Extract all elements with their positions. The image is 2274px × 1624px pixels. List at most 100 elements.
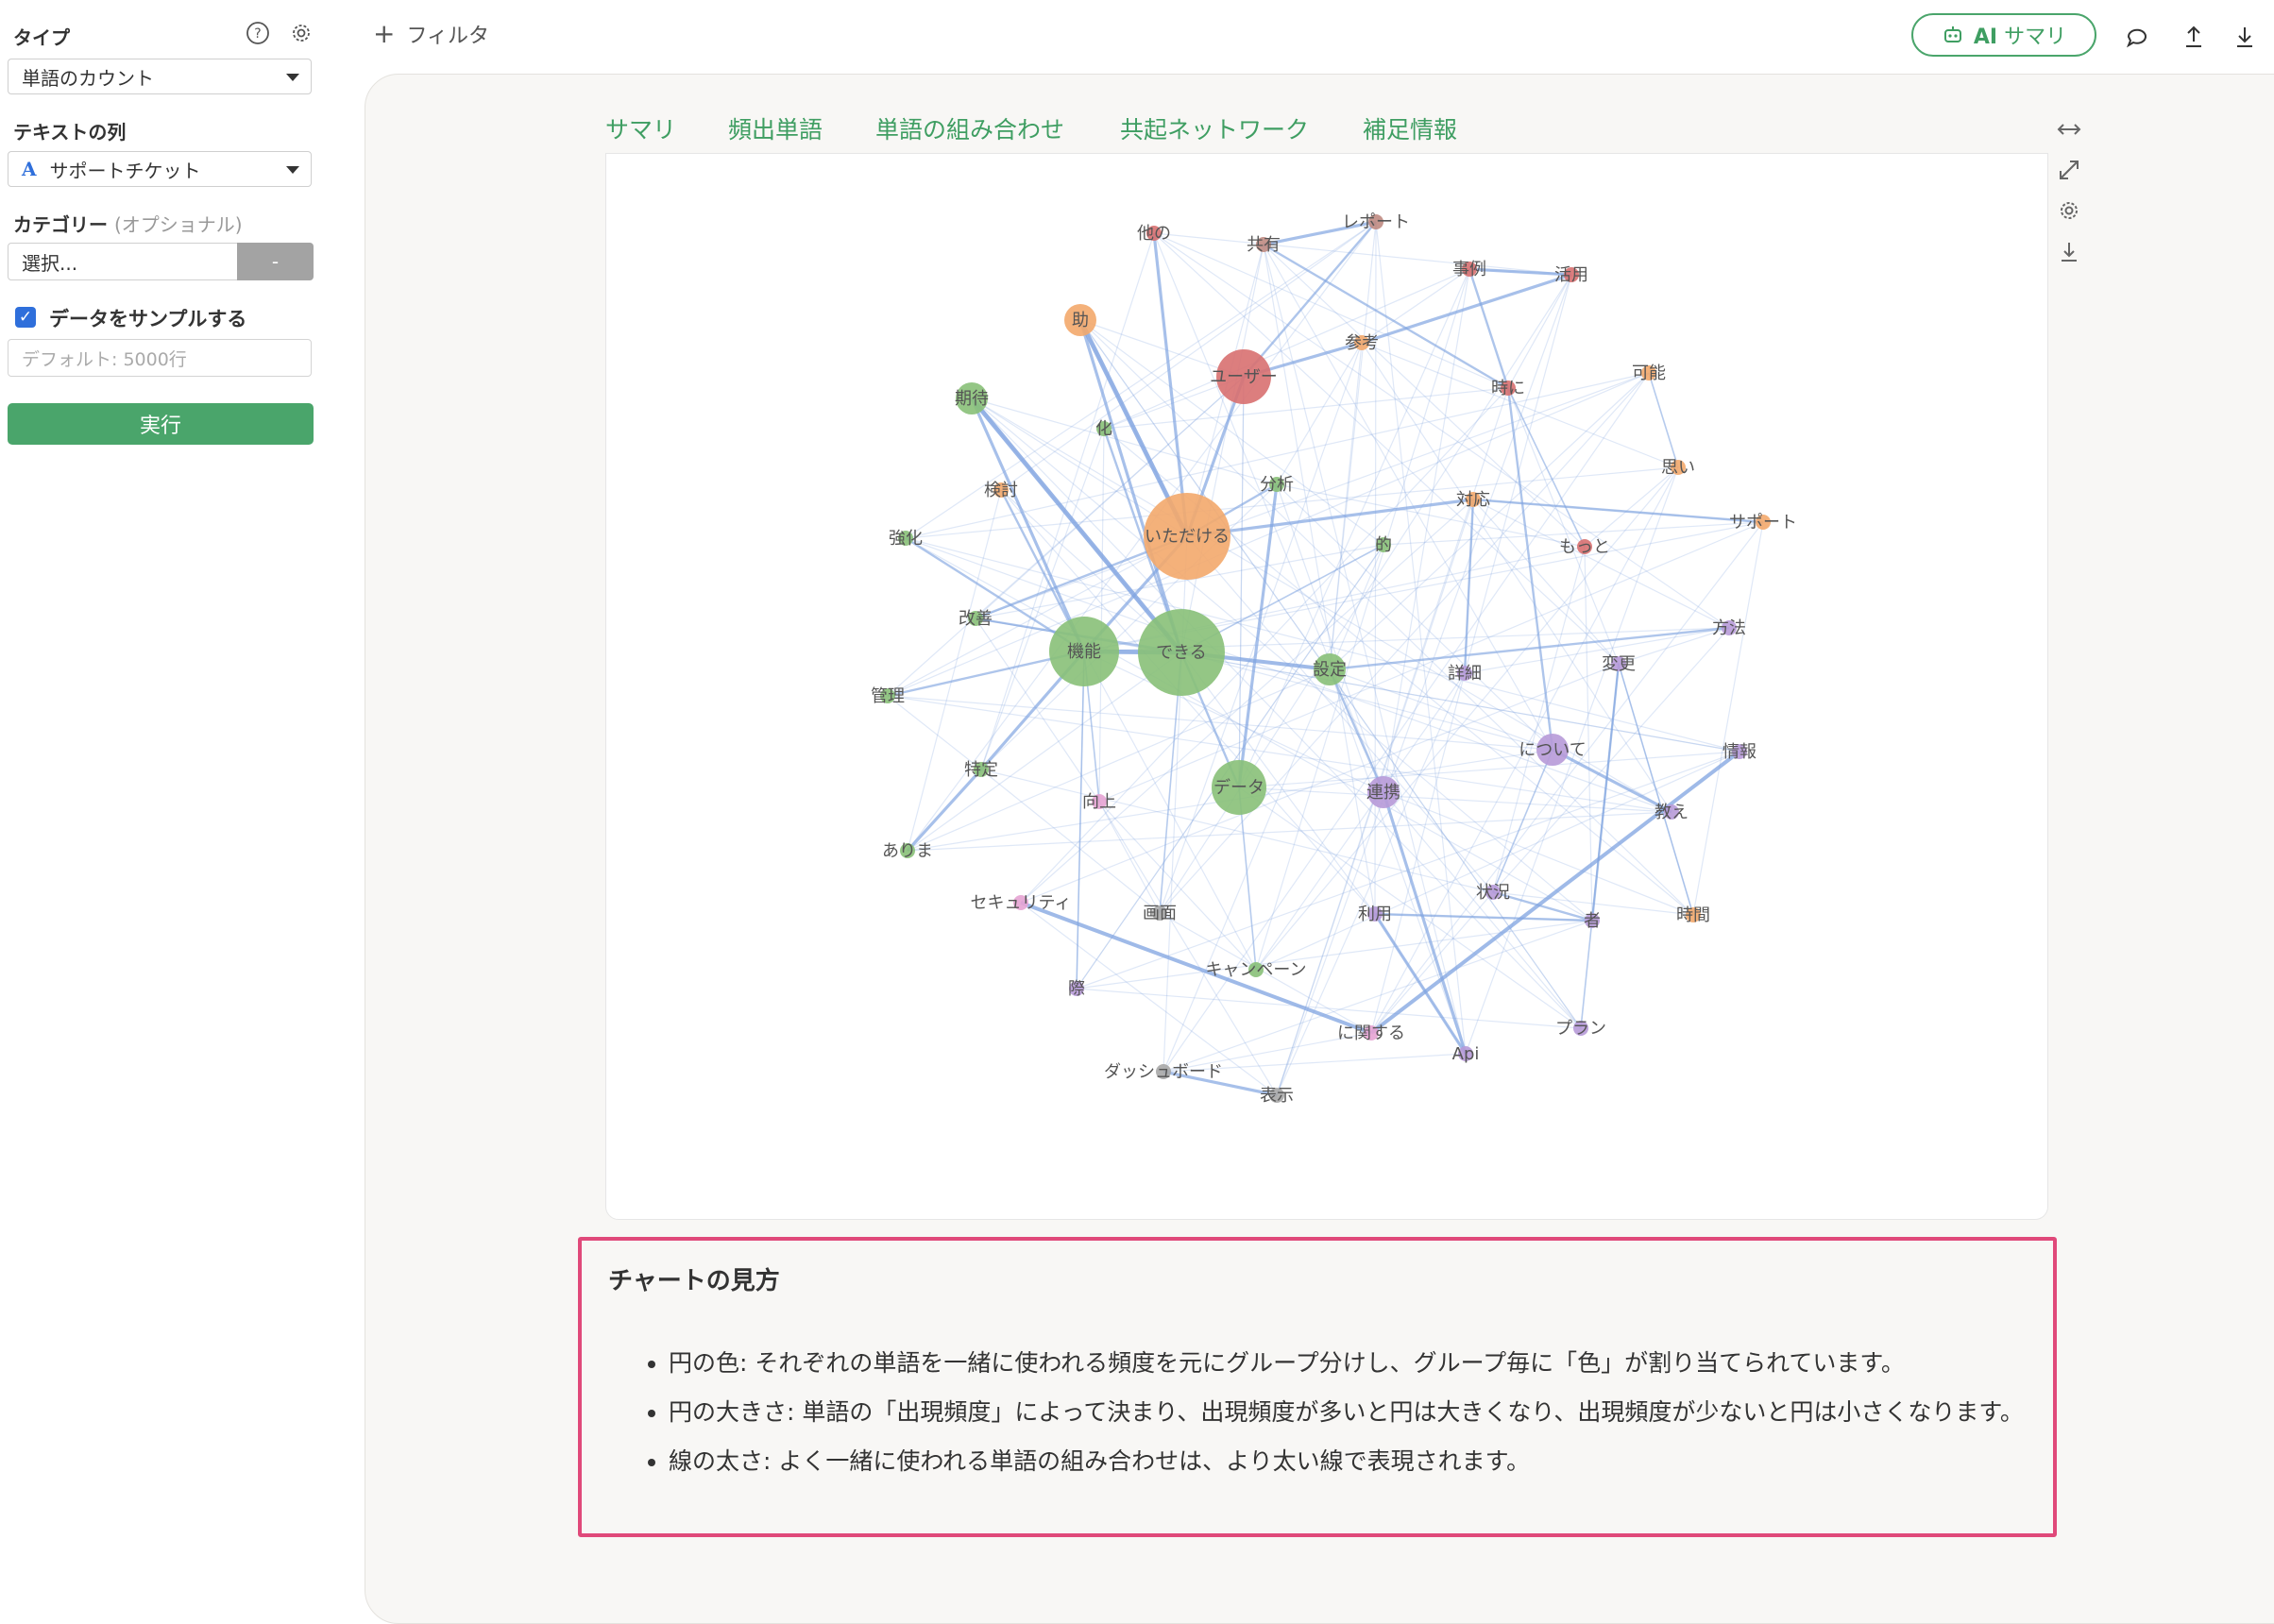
category-clear-button[interactable]: - (237, 243, 314, 280)
network-node[interactable]: 表示 (1260, 1086, 1294, 1106)
gear-icon[interactable] (289, 21, 314, 45)
network-node[interactable]: ダッシュボード (1104, 1062, 1223, 1082)
network-node[interactable]: 管理 (871, 686, 905, 706)
network-node[interactable]: 連携 (1366, 776, 1400, 808)
category-select[interactable]: 選択... (8, 243, 238, 280)
help-icon[interactable]: ? (246, 21, 270, 45)
network-node[interactable]: 際 (1068, 979, 1085, 999)
network-node[interactable]: プラン (1555, 1019, 1606, 1039)
network-node[interactable]: 思い (1661, 458, 1695, 478)
network-node[interactable]: について (1519, 734, 1587, 766)
network-node[interactable]: 情報 (1722, 742, 1756, 762)
filter-button[interactable]: + フィルタ (373, 19, 489, 49)
expand-horizontal-icon[interactable] (2055, 115, 2083, 144)
network-node[interactable]: 状況 (1476, 883, 1510, 903)
network-node[interactable]: 方法 (1712, 618, 1746, 638)
robot-icon (1943, 26, 1961, 42)
background-edge (1103, 387, 1509, 430)
network-node[interactable]: 設定 (1313, 653, 1347, 685)
network-node[interactable]: ユーザー (1210, 349, 1278, 404)
plus-icon: + (373, 18, 396, 49)
background-edge (975, 617, 1100, 803)
network-node[interactable]: できる (1138, 609, 1225, 696)
network-node[interactable]: 期待 (955, 382, 989, 414)
node-label: に関する (1337, 1023, 1405, 1043)
network-node[interactable]: 機能 (1049, 617, 1119, 686)
network-node[interactable]: 強化 (889, 529, 923, 549)
node-label: もっと (1559, 537, 1610, 557)
network-node[interactable]: Api (1452, 1044, 1480, 1064)
network-node[interactable]: 参考 (1345, 333, 1379, 353)
network-node[interactable]: レポート (1342, 212, 1410, 232)
gear-icon[interactable] (2055, 196, 2083, 225)
sample-checkbox[interactable]: ✓ (15, 307, 36, 328)
node-circle (1485, 885, 1501, 900)
background-edge (1276, 672, 1466, 1096)
network-node[interactable]: 化 (1095, 419, 1112, 439)
network-node[interactable]: セキュリティ (971, 893, 1072, 913)
network-node[interactable]: 共有 (1247, 235, 1281, 255)
download-icon[interactable] (2231, 23, 2259, 51)
tab-frequent-words[interactable]: 頻出単語 (728, 116, 823, 144)
category-select-value: 選択... (22, 251, 78, 275)
fullscreen-icon[interactable] (2055, 156, 2083, 184)
type-select[interactable]: 単語のカウント (8, 59, 312, 94)
network-node[interactable]: キャンペーン (1205, 960, 1306, 980)
network-node[interactable]: 他の (1137, 224, 1171, 244)
network-node[interactable]: サポート (1729, 513, 1797, 533)
tab-additional-info[interactable]: 補足情報 (1363, 116, 1458, 144)
network-node[interactable]: 活用 (1554, 265, 1588, 285)
network-node[interactable]: データ (1212, 760, 1266, 815)
network-node[interactable]: ありま (882, 841, 933, 861)
run-button[interactable]: 実行 (8, 403, 314, 445)
tab-word-combinations[interactable]: 単語の組み合わせ (875, 116, 1065, 144)
network-edge (1382, 791, 1468, 1055)
network-node[interactable]: 時に (1491, 379, 1525, 398)
background-edge (1103, 268, 1470, 430)
network-edge (1078, 319, 1183, 653)
network-node[interactable]: 可能 (1632, 364, 1666, 383)
network-node[interactable]: 検討 (984, 481, 1018, 500)
network-node[interactable]: 詳細 (1448, 664, 1482, 684)
network-node[interactable]: 教え (1655, 803, 1689, 822)
node-label: 画面 (1143, 904, 1177, 923)
node-circle (1732, 744, 1747, 759)
network-node[interactable]: 時間 (1676, 905, 1710, 925)
network-node[interactable]: 改善 (959, 609, 993, 629)
background-edge (1329, 668, 1467, 1055)
background-edge (1238, 787, 1582, 1029)
download-icon[interactable] (2055, 238, 2083, 266)
network-node[interactable]: 者 (1584, 911, 1601, 931)
tab-summary[interactable]: サマリ (605, 116, 677, 144)
network-node[interactable]: いただける (1144, 493, 1230, 580)
sample-size-input[interactable]: デフォルト: 5000行 (8, 339, 312, 377)
network-node[interactable]: 対応 (1456, 490, 1490, 510)
network-node[interactable]: もっと (1559, 537, 1610, 557)
network-node[interactable]: 向上 (1082, 792, 1116, 812)
background-edge (907, 651, 1182, 852)
tab-cooccurrence-network[interactable]: 共起ネットワーク (1120, 116, 1310, 144)
network-node[interactable]: 助 (1064, 304, 1096, 336)
network-node[interactable]: に関する (1337, 1023, 1405, 1043)
text-column-select[interactable]: A サポートチケット (8, 151, 312, 187)
node-circle (1354, 335, 1369, 350)
comment-icon[interactable] (2123, 23, 2151, 51)
node-label: いただける (1145, 527, 1230, 547)
background-edge (1083, 651, 1257, 971)
node-label: ダッシュボード (1104, 1062, 1223, 1082)
network-node[interactable]: 事例 (1452, 260, 1486, 279)
network-node[interactable]: 変更 (1602, 654, 1636, 674)
background-edge (1079, 319, 1694, 916)
network-node[interactable]: 利用 (1358, 905, 1392, 924)
chevron-down-icon (286, 166, 299, 174)
ai-summary-button[interactable]: AI サマリ (1911, 13, 2096, 57)
upload-icon[interactable] (2180, 23, 2208, 51)
network-node[interactable]: 分析 (1260, 475, 1294, 495)
network-node[interactable]: 特定 (964, 760, 998, 780)
network-edge (1237, 483, 1279, 788)
node-circle (898, 531, 913, 546)
node-circle (1577, 539, 1592, 554)
network-node[interactable]: 的 (1375, 535, 1392, 555)
network-node[interactable]: 画面 (1143, 904, 1177, 923)
